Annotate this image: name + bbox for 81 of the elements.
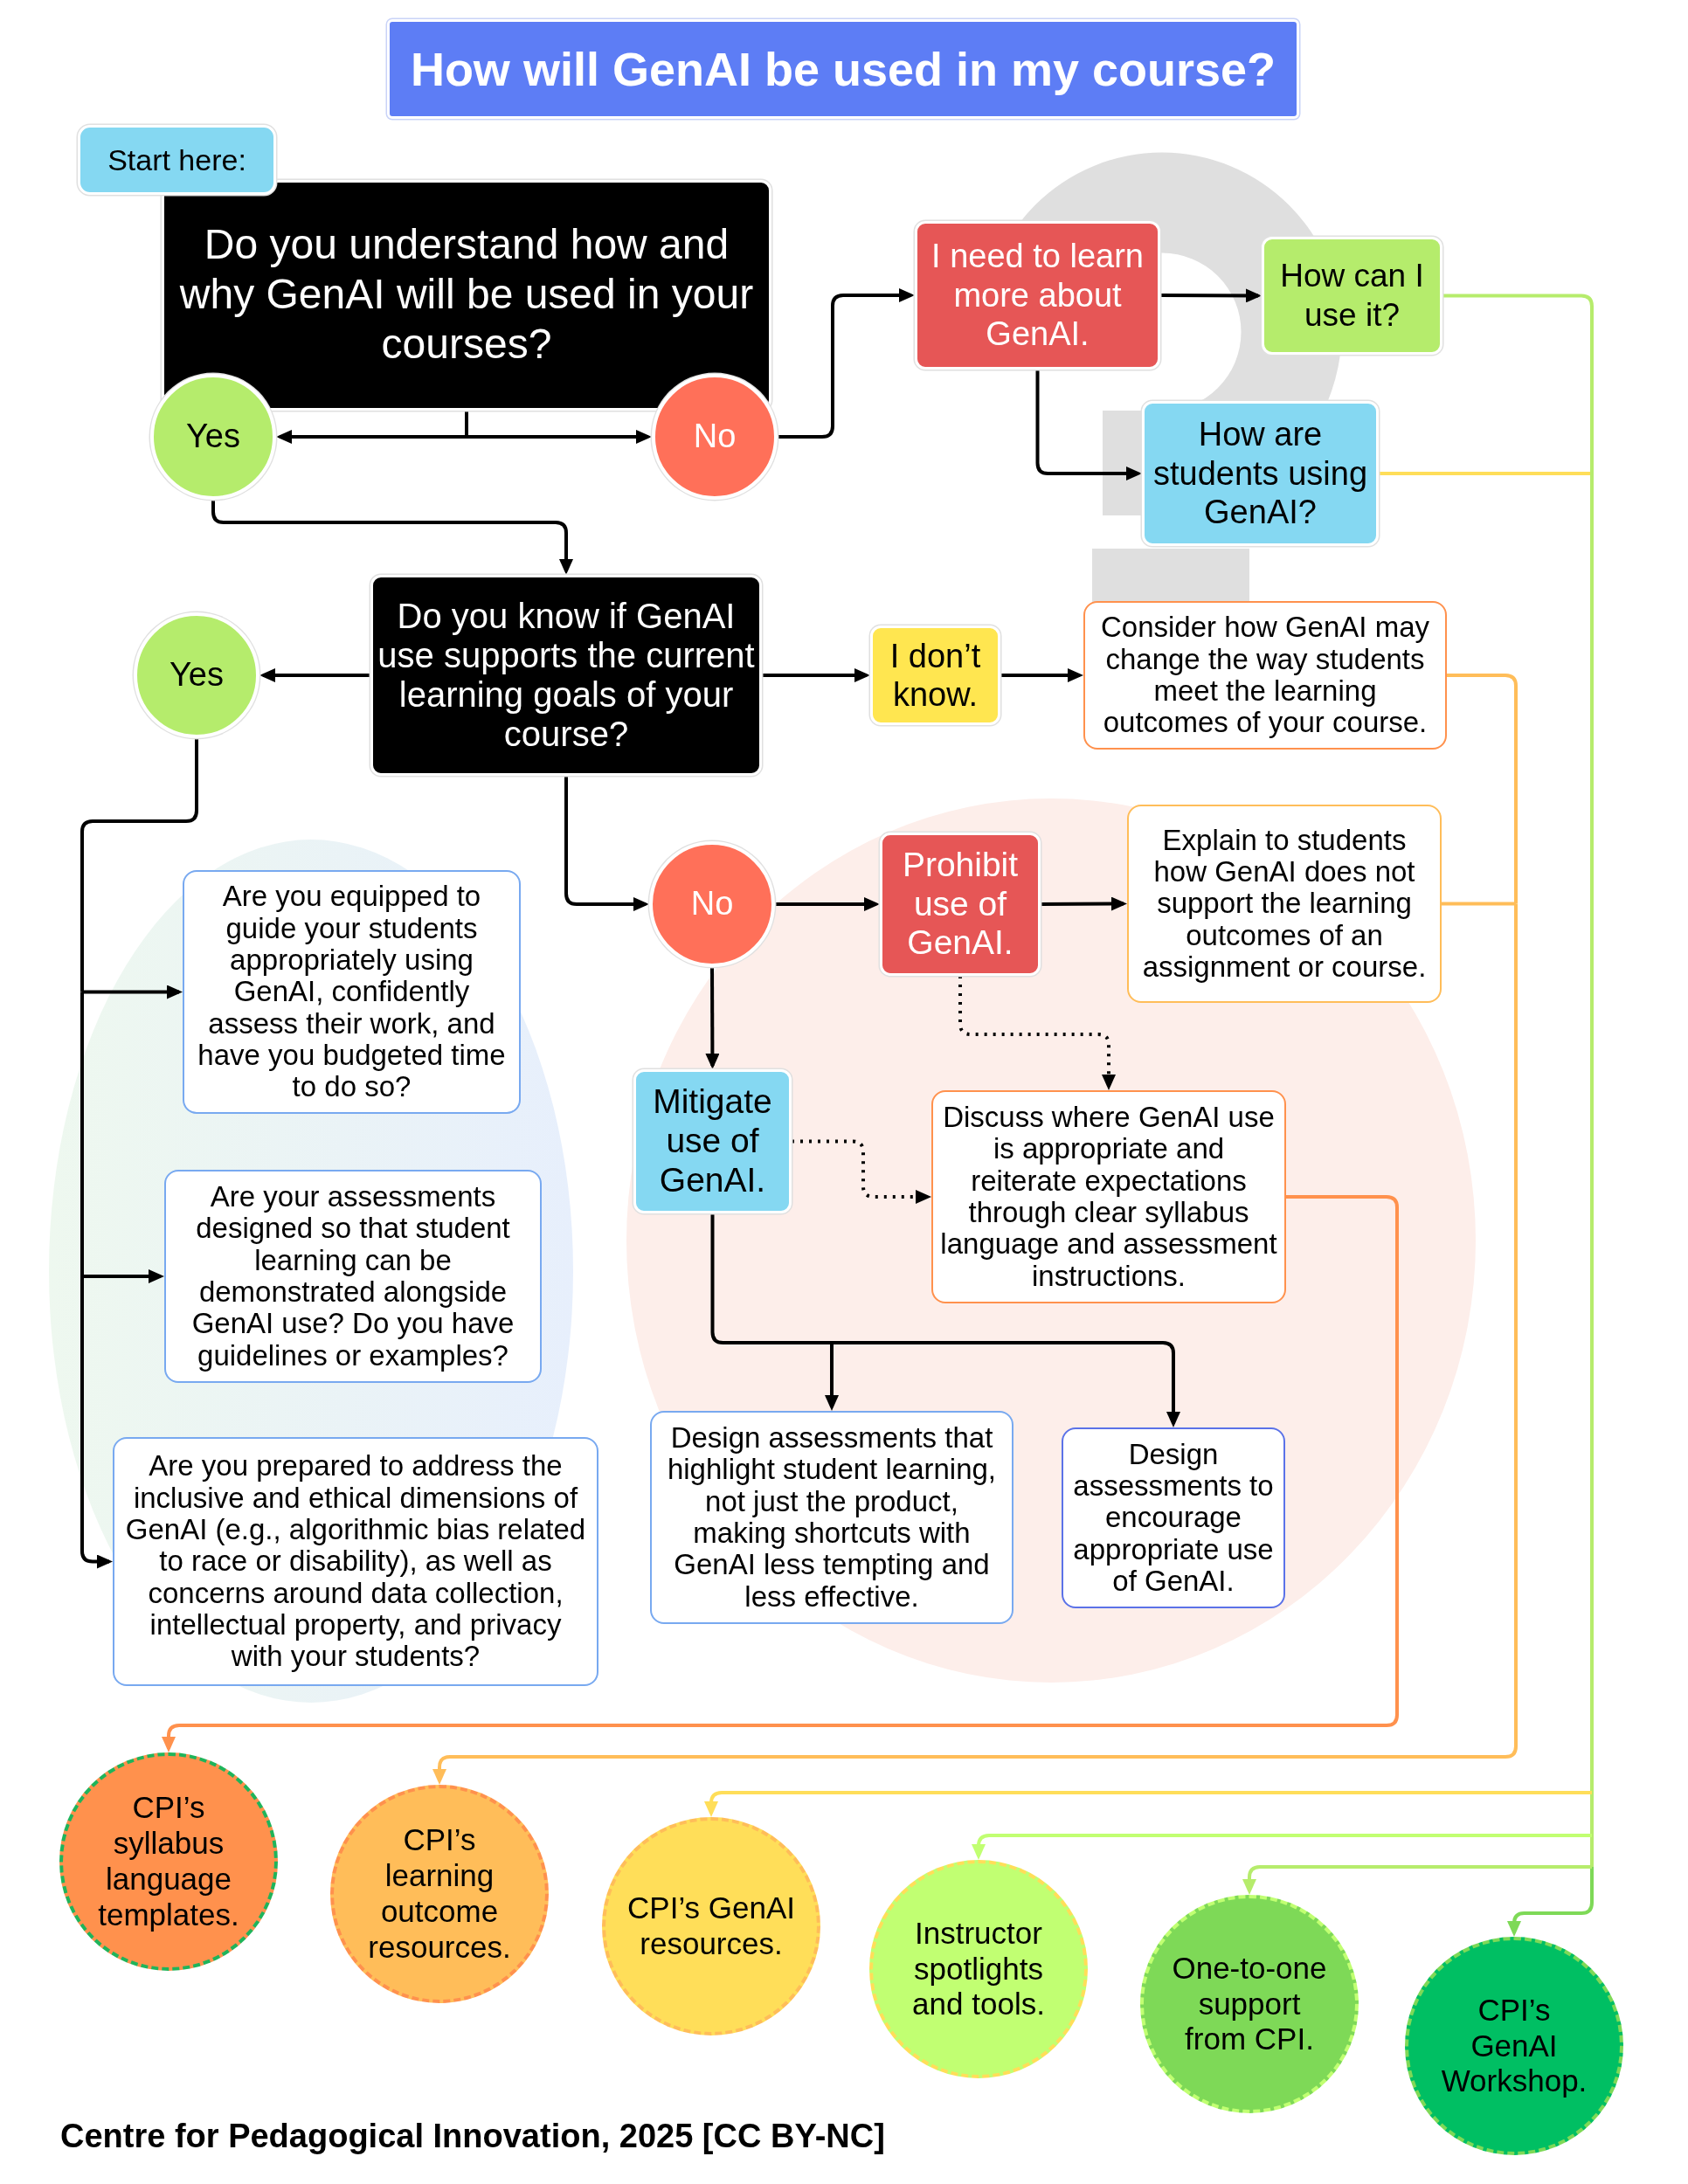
option-box [870,625,1000,725]
dotted-arrow [958,976,1116,1090]
note-text: Are your assessments designed so that student learning can be demonstrated alongside GenAI use? Do you have guidelines or examples? [190,1181,515,1372]
note-text: Consider how GenAI may change the way students meet the learning outcomes of your course. [1100,612,1430,739]
arrow [162,1195,1399,1752]
answer-label: No [690,884,734,924]
connector-line [80,992,84,1276]
arrow [564,776,649,911]
option-box [1142,401,1379,546]
arrow [1000,668,1083,682]
note-box [1127,805,1442,1003]
resource-label: CPI’s GenAI Workshop. [1440,1992,1588,2100]
arrow [432,903,1518,1785]
option-label: Mitigate use of GenAI. [652,1082,773,1200]
connector-line [710,1213,832,1344]
resource-label: CPI’s learning outcome resources. [367,1822,512,1966]
connector-line [1590,1793,1594,1835]
connector-line [1590,1835,1594,1867]
answer-label: Yes [169,655,224,695]
connector-line [1442,294,1594,473]
arrow [259,668,370,682]
arrow [775,897,880,911]
answer-label: No [693,417,737,457]
connector-line [80,738,198,992]
arrow [467,430,652,444]
note-text: Are you prepared to address the inclusive and ethical dimensions of GenAI (e.g., algorithmic bias related to race or disability), as well as concerns around data collection, intellectual property, and privacy with your students? [124,1450,587,1673]
option-label: Prohibit use of GenAI. [901,845,1020,964]
connector-line [1379,472,1592,475]
resource-label: One-to-one support from CPI. [1171,1950,1328,2058]
arrow [82,1269,164,1283]
start-label: Start here: [107,142,246,178]
option-label: How can I use it? [1279,257,1425,335]
resource-label: CPI’s GenAI resources. [626,1890,796,1962]
option-label: I need to learn more about GenAI. [930,237,1145,354]
arrow [1035,370,1142,480]
arrow [1160,288,1262,303]
arrow [82,985,183,999]
arrow [80,1276,113,1569]
arrow [972,1834,1592,1860]
arrow [211,500,573,575]
arrow [705,967,720,1069]
start-box [78,125,276,195]
note-text: Explain to students how GenAI does not support the learning outcomes of an assignment or course. [1141,824,1428,984]
question-text: Do you know if GenAI use supports the current learning goals of your course? [377,597,756,754]
arrow [276,430,467,444]
option-box [880,833,1041,976]
note-box [1062,1427,1285,1608]
arrow [704,1791,1592,1817]
arrow [832,1341,1180,1427]
option-box [915,221,1160,370]
connector-line [1447,674,1518,904]
note-box [1083,601,1447,750]
note-box [183,870,521,1114]
title-text: How will GenAI be used in my course? [410,42,1276,96]
answer-label: Yes [186,417,240,457]
connector-line [1590,473,1594,1793]
note-text: Design assessments to encourage appropriate use of GenAI. [1072,1438,1275,1598]
arrow [762,668,870,682]
connector-line [1442,902,1516,906]
credit-text: Centre for Pedagogical Innovation, 2025 [CC BY-NC] [60,2118,885,2155]
note-box [164,1170,542,1383]
arrow [778,288,915,439]
note-text: Design assessments that highlight student learning, not just the product, making shortcuts with GenAI less tempting and less effective. [666,1422,998,1613]
connector-line [465,411,468,437]
note-box [650,1411,1013,1624]
option-box [633,1069,792,1213]
arrow [825,1343,839,1411]
resource-label: CPI’s syllabus language templates. [97,1790,240,1933]
arrow [1507,1867,1594,1937]
question-box [162,180,771,411]
arrow [1041,896,1127,911]
note-text: Are you equipped to guide your students appropriately using GenAI, confidently assess their work, and have you budgeted time to do so? [197,881,507,1103]
resource-label: Instructor spotlights and tools. [911,1915,1046,2023]
question-box [370,575,762,776]
note-text: Discuss where GenAI use is appropriate and reiterate expectations through clear syllabus language and assessment instructions. [939,1102,1278,1292]
question-text: Do you understand how and why GenAI will be used in your courses? [178,220,755,370]
dotted-arrow [792,1139,931,1204]
option-label: How are students using GenAI? [1152,415,1369,532]
arrow [1242,1865,1592,1895]
option-label: I don’t know. [889,636,982,715]
option-box [1262,237,1442,355]
